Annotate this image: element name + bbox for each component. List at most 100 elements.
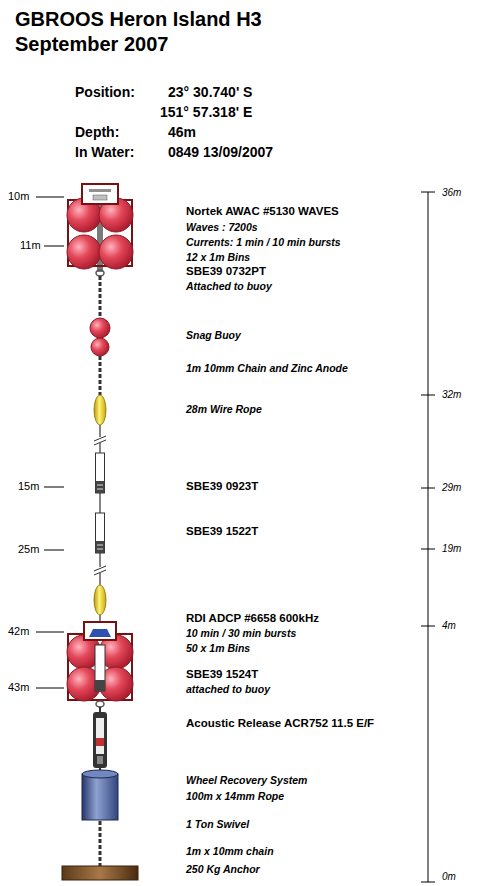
awac-buoy [67, 184, 133, 276]
wheel-recovery-part [82, 770, 118, 778]
acoustic-release-part [96, 738, 104, 746]
instrument-note: Currents: 1 min / 10 min bursts [186, 236, 341, 248]
break-mark [93, 436, 107, 575]
height-ruler-part [421, 488, 435, 489]
part-label: 1m 10mm Chain and Zinc Anode [186, 362, 348, 374]
height-label: 0m [442, 871, 456, 883]
instrument-label: SBE39 1524T [186, 668, 258, 681]
instrument-note: Waves : 7200s [186, 221, 258, 233]
field-label: In Water: [75, 144, 134, 160]
adcp-buoy [67, 622, 133, 707]
sbe39-logger [96, 513, 105, 553]
instrument-label: Nortek AWAC #5130 WAVES [186, 205, 339, 218]
awac-buoy-part [67, 235, 101, 269]
sbe39-logger-part [96, 513, 105, 553]
instrument-note: 10 min / 30 min bursts [186, 627, 296, 639]
wire-rope [99, 425, 100, 585]
awac-buoy-part [89, 189, 111, 192]
height-label: 4m [442, 620, 456, 632]
field-label: Depth: [75, 124, 119, 140]
instrument-label: Acoustic Release ACR752 11.5 E/F [186, 717, 374, 730]
depth-label: 15m [18, 480, 39, 493]
instrument-label: SBE39 0732PT [186, 265, 266, 278]
acoustic-release-part [97, 756, 103, 764]
chain [99, 276, 102, 318]
zinc-anode [94, 395, 106, 425]
sbe39-logger-part [96, 541, 105, 553]
anchor [62, 866, 138, 880]
height-ruler-part [428, 192, 429, 882]
break-mark-part [94, 440, 106, 445]
field-label: Position: [75, 84, 135, 100]
depth-marker-part [44, 550, 64, 551]
height-ruler-part [421, 882, 435, 883]
awac-buoy-part [82, 184, 118, 204]
wheel-recovery [82, 770, 118, 820]
field-value: 23° 30.740' S [168, 84, 252, 100]
depth-label: 42m [8, 625, 29, 638]
instrument-note: 12 x 1m Bins [186, 251, 250, 263]
height-label: 29m [442, 482, 461, 494]
depth-marker-part [36, 197, 64, 198]
acoustic-release-part [96, 718, 104, 754]
adcp-buoy-part [89, 629, 111, 637]
acoustic-release [93, 712, 107, 768]
depth-marker-part [36, 632, 64, 633]
instrument-label: RDI ADCP #6658 600kHz [186, 612, 319, 625]
part-label: Wheel Recovery System [186, 774, 307, 786]
adcp-buoy-part [95, 680, 105, 691]
sbe39-logger-part [96, 453, 105, 493]
part-label: 1 Ton Swivel [186, 818, 249, 830]
depth-marker [36, 197, 64, 688]
sbe39-logger-part [96, 481, 105, 493]
height-ruler-part [421, 192, 435, 193]
depth-label: 10m [8, 190, 29, 203]
awac-buoy-part [96, 270, 104, 276]
sbe39-logger [96, 453, 105, 493]
awac-buoy-part [93, 195, 107, 200]
snag-buoy [90, 318, 110, 356]
float [94, 585, 106, 615]
height-ruler-part [421, 395, 435, 396]
field-value: 151° 57.318' E [160, 104, 252, 120]
height-ruler-part [421, 626, 435, 627]
height-label: 32m [442, 389, 461, 401]
adcp-buoy-part [68, 634, 132, 700]
part-label: 1m x 10mm chain [186, 845, 274, 857]
diagram-title: GBROOS Heron Island H3 September 2007 [15, 7, 315, 57]
sbe39-logger-part [97, 545, 103, 546]
instrument-label: SBE39 0923T [186, 480, 258, 493]
part-label: Snag Buoy [186, 329, 241, 341]
part-label: 28m Wire Rope [186, 403, 262, 415]
adcp-buoy-part [84, 622, 116, 640]
acoustic-release-part [93, 712, 107, 768]
depth-marker-part [44, 487, 64, 488]
wheel-recovery-part [82, 774, 118, 820]
height-label: 36m [442, 187, 461, 199]
part-label: 100m x 14mm Rope [186, 790, 284, 802]
snag-buoy-part [91, 338, 109, 356]
instrument-note: Attached to buoy [186, 280, 272, 292]
instrument-note: 50 x 1m Bins [186, 642, 250, 654]
depth-marker-part [44, 246, 64, 247]
break-mark-part [94, 570, 106, 575]
height-ruler-part [421, 549, 435, 550]
height-label: 19m [442, 543, 461, 555]
height-ruler [421, 192, 435, 882]
adcp-buoy-part [95, 645, 105, 691]
sbe39-logger-part [97, 489, 103, 490]
instrument-label: SBE39 1522T [186, 525, 258, 538]
part-label: 250 Kg Anchor [186, 863, 260, 875]
snag-buoy-part [90, 318, 110, 338]
depth-label: 11m [20, 239, 41, 252]
sbe39-logger-part [97, 549, 103, 550]
chain [99, 356, 102, 395]
awac-buoy-part [99, 235, 133, 269]
instrument-note: attached to buoy [186, 683, 270, 695]
depth-label: 25m [18, 543, 39, 556]
chain [99, 821, 102, 866]
field-value: 0849 13/09/2007 [168, 144, 273, 160]
depth-label: 43m [8, 681, 29, 694]
depth-marker-part [36, 688, 64, 689]
